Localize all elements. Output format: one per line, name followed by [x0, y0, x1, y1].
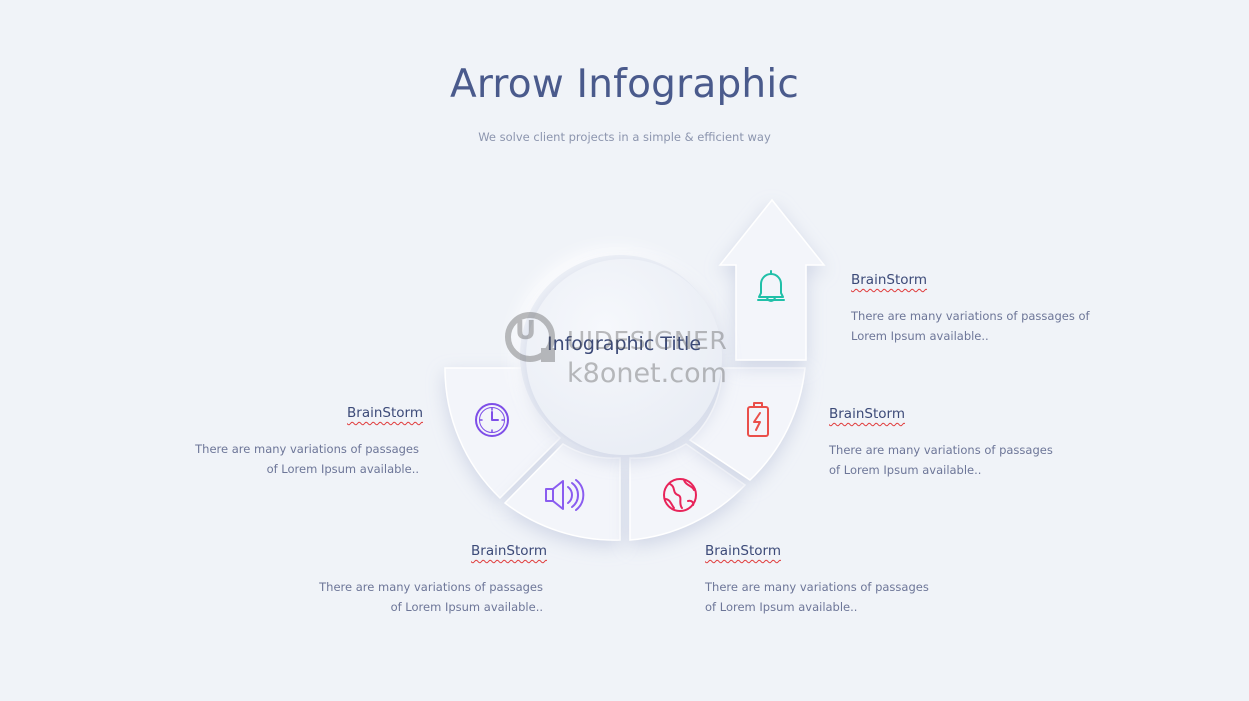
segment-globe: [629, 443, 747, 541]
item-description: There are many variations of passages of…: [829, 443, 1053, 477]
globe-icon: [663, 478, 697, 512]
watermark-logo: [505, 312, 555, 362]
watermark-logo-letter: U: [515, 316, 537, 346]
item-battery: BrainStorm There are many variations of …: [829, 403, 1059, 480]
item-heading: BrainStorm: [705, 543, 781, 559]
watermark: U UIDESIGNER k8onet.com: [505, 312, 765, 392]
watermark-line2: k8onet.com: [567, 358, 727, 389]
item-heading: BrainStorm: [471, 543, 547, 559]
item-bell: BrainStorm There are many variations of …: [851, 269, 1091, 346]
watermark-line1: UIDESIGNER: [567, 326, 728, 355]
item-heading: BrainStorm: [347, 405, 423, 421]
battery-charging-icon: [747, 402, 769, 437]
bell-icon: [757, 270, 785, 302]
center-circle: [526, 259, 722, 455]
item-description: There are many variations of passages of…: [705, 580, 929, 614]
item-heading: BrainStorm: [851, 272, 927, 288]
page-subtitle: We solve client projects in a simple & e…: [478, 130, 771, 144]
item-globe: BrainStorm There are many variations of …: [705, 540, 935, 617]
item-clock: BrainStorm There are many variations of …: [189, 402, 423, 479]
item-heading: BrainStorm: [829, 406, 905, 422]
speaker-icon: [545, 479, 585, 511]
clock-icon: [475, 403, 509, 437]
item-description: There are many variations of passages of…: [195, 442, 419, 476]
item-description: There are many variations of passages of…: [319, 580, 543, 614]
item-speaker: BrainStorm There are many variations of …: [313, 540, 547, 617]
center-title: Infographic Title: [546, 333, 702, 355]
item-description: There are many variations of passages of…: [851, 309, 1090, 343]
page-title: Arrow Infographic: [449, 62, 799, 107]
segment-arrow: [718, 198, 826, 361]
